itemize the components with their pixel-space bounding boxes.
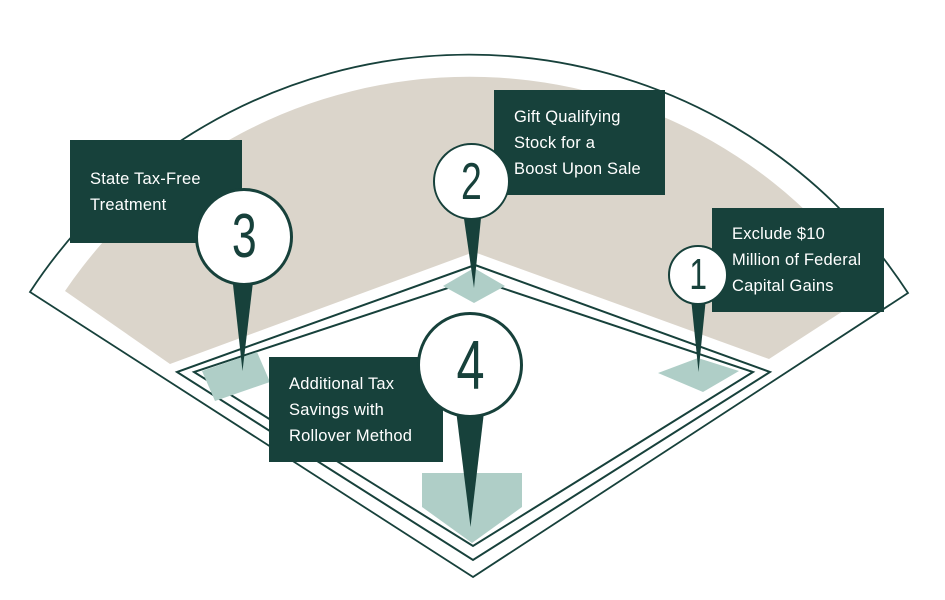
label-box-4: Additional Tax Savings with Rollover Met…	[269, 357, 443, 462]
label-line: Million of Federal	[732, 251, 862, 269]
label-line: Boost Upon Sale	[514, 159, 641, 178]
first-base	[658, 358, 739, 392]
marker-number: 1	[689, 250, 707, 299]
marker-circle-2: 2	[433, 143, 510, 220]
label-box-1: Exclude $10 Million of Federal Capital G…	[712, 208, 884, 312]
label-line: Stock for a	[514, 133, 596, 152]
label-line: Exclude $10	[732, 225, 826, 243]
marker-circle-1: 1	[668, 245, 728, 305]
marker-number: 3	[231, 202, 257, 271]
label-box-2: Gift Qualifying Stock for a Boost Upon S…	[494, 90, 665, 195]
third-base	[202, 352, 270, 401]
marker-circle-4: 4	[417, 312, 523, 418]
label-line: Treatment	[90, 195, 167, 214]
label-line: Savings with	[289, 400, 385, 419]
pin-icon-2	[461, 198, 483, 288]
label-line: Capital Gains	[732, 277, 834, 295]
marker-number: 2	[461, 152, 482, 211]
label-line: State Tax-Free	[90, 169, 201, 188]
marker-circle-3: 3	[195, 188, 293, 286]
label-box-3: State Tax-Free Treatment	[70, 140, 242, 243]
label-line: Gift Qualifying	[514, 107, 621, 126]
label-line: Additional Tax	[289, 374, 395, 393]
label-line: Rollover Method	[289, 426, 413, 445]
marker-number: 4	[455, 326, 485, 404]
pin-icon-1	[690, 288, 707, 372]
